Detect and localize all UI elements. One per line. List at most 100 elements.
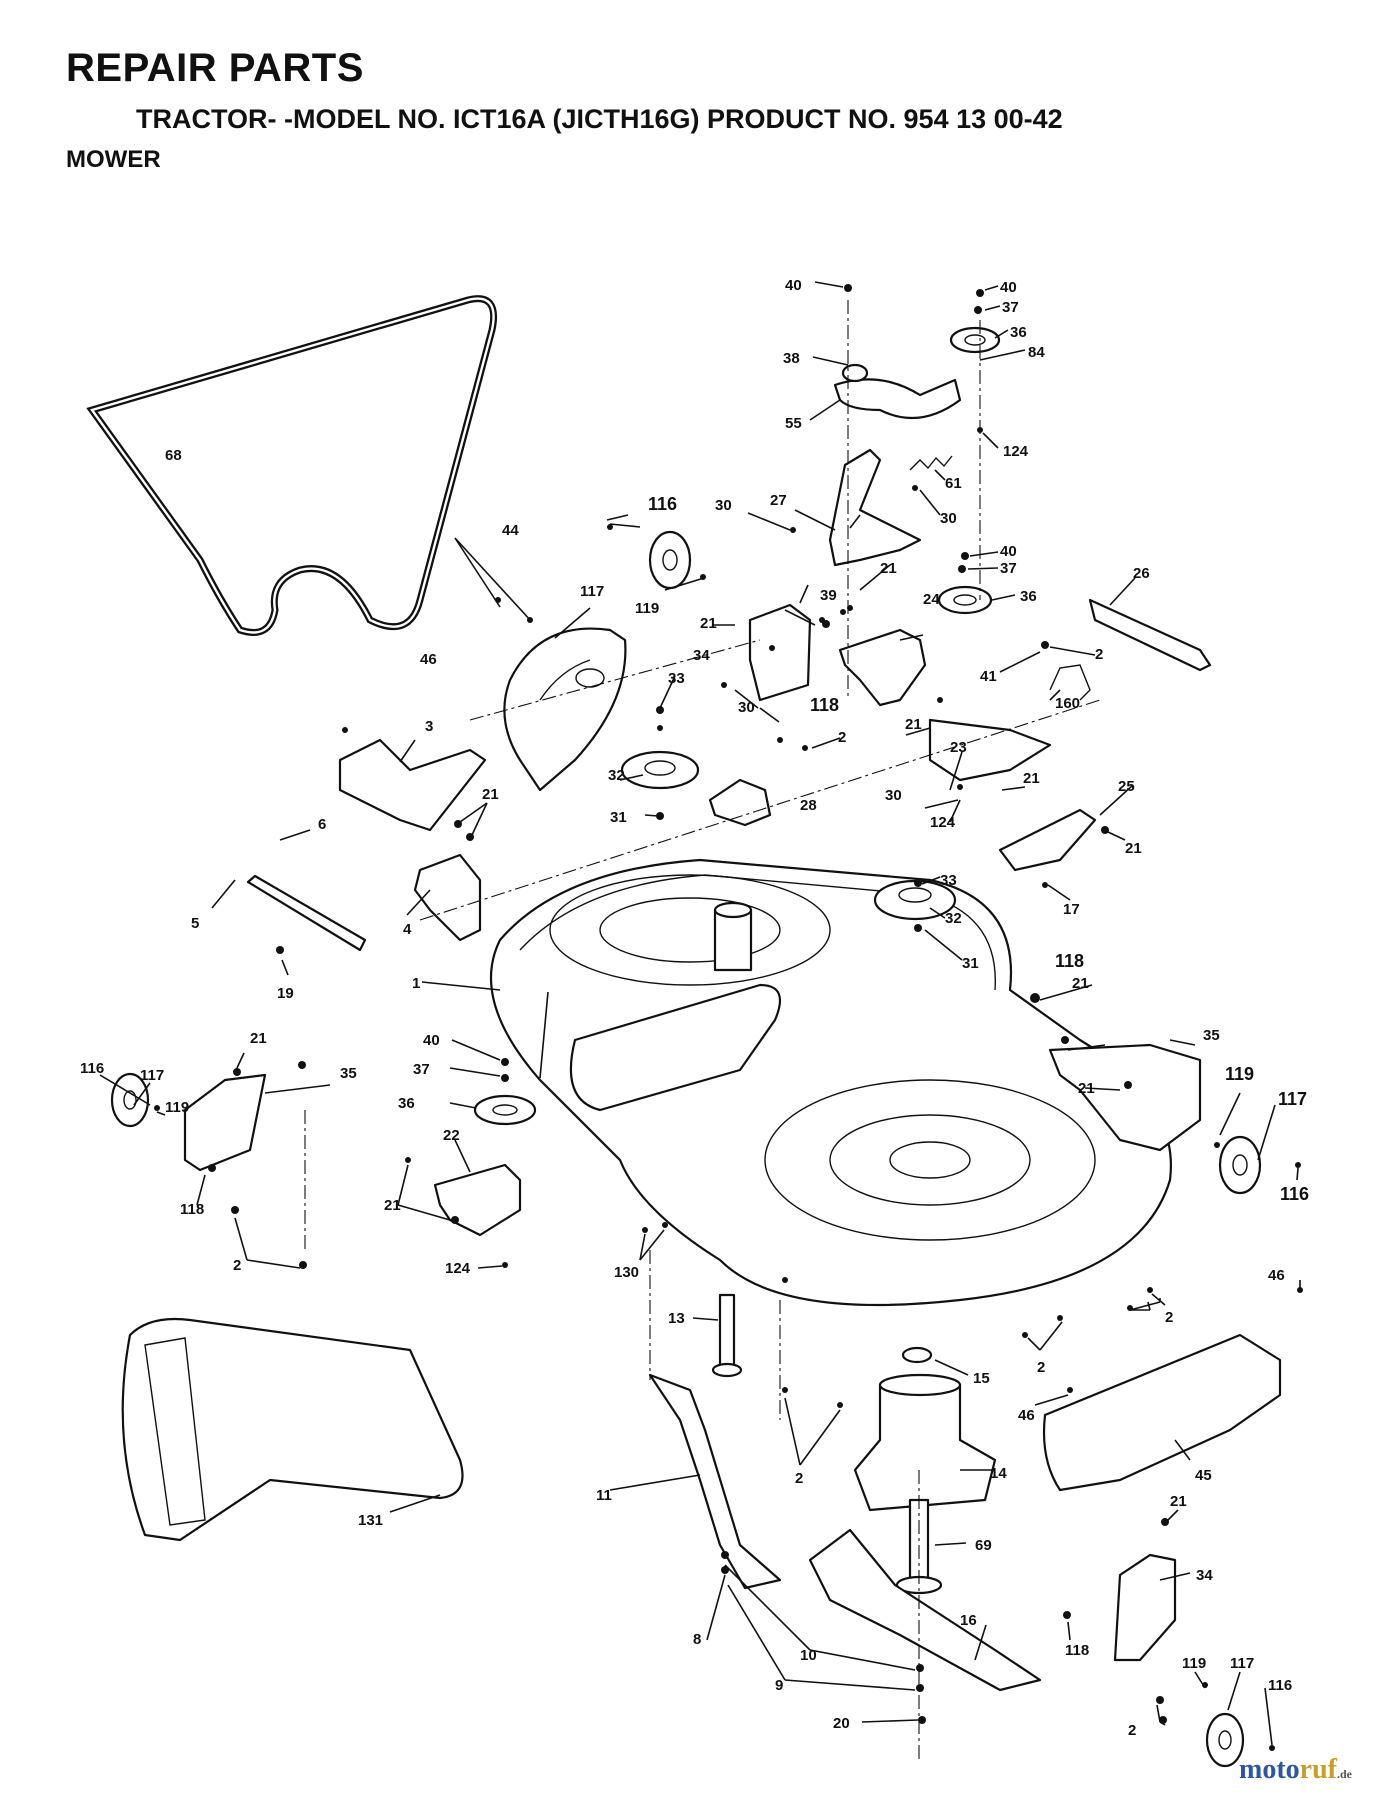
callout-116: 116: [1280, 1184, 1309, 1204]
callout-55: 55: [785, 415, 802, 432]
callout-116: 116: [80, 1060, 104, 1077]
callout-124: 124: [445, 1260, 471, 1277]
callout-2: 2: [1128, 1722, 1136, 1739]
callout-40: 40: [423, 1032, 440, 1049]
part-28-bracket: [708, 778, 772, 827]
part-26-bracket: [1088, 598, 1212, 672]
part-15-bearing: [901, 1346, 933, 1364]
part-32-pulley-left: [620, 750, 700, 790]
part-1-mower-deck: [489, 858, 1172, 1307]
callout-34: 34: [1196, 1567, 1213, 1584]
callout-21: 21: [482, 786, 499, 803]
callout-117: 117: [580, 583, 604, 600]
callout-160: 160: [1055, 695, 1080, 712]
part-117-gauge-wheel-bottom: [1205, 1712, 1245, 1768]
callout-21: 21: [384, 1197, 401, 1214]
callout-36: 36: [1010, 324, 1027, 341]
callout-68: 68: [165, 447, 182, 464]
callout-117: 117: [1278, 1089, 1307, 1109]
callout-35: 35: [1203, 1027, 1220, 1044]
callout-6: 6: [318, 816, 326, 833]
callout-41: 41: [980, 668, 997, 685]
callout-14: 14: [990, 1465, 1007, 1482]
callout-37: 37: [413, 1061, 430, 1078]
part-36-pulley-top: [949, 326, 1001, 354]
callout-13: 13: [668, 1310, 685, 1327]
callout-22: 22: [443, 1127, 460, 1144]
callout-24: 24: [923, 591, 940, 608]
part-55-idler-bracket: [833, 363, 962, 420]
callout-40: 40: [785, 277, 802, 294]
callout-119: 119: [635, 600, 659, 617]
callout-124: 124: [1003, 443, 1029, 460]
callout-2: 2: [838, 729, 846, 746]
callout-21: 21: [1125, 840, 1142, 857]
model-subtitle: TRACTOR- -MODEL NO. ICT16A (JICTH16G) PR…: [136, 104, 1063, 134]
part-68-drive-belt: [86, 295, 497, 636]
callout-44: 44: [502, 522, 519, 539]
callout-31: 31: [962, 955, 979, 972]
part-160-clip: [1049, 664, 1091, 701]
callout-2: 2: [1037, 1359, 1045, 1376]
callout-17: 17: [1063, 901, 1080, 918]
section-heading: MOWER: [66, 146, 161, 173]
callout-84: 84: [1028, 344, 1045, 361]
callout-21: 21: [1078, 1080, 1095, 1097]
part-14-spindle-housing: [853, 1373, 997, 1512]
callout-37: 37: [1002, 299, 1019, 316]
part-34-bracket-lower: [1113, 1553, 1177, 1662]
callout-2: 2: [1165, 1309, 1173, 1326]
part-3-bracket: [338, 738, 487, 832]
callout-10: 10: [800, 1647, 817, 1664]
callout-130: 130: [614, 1264, 639, 1281]
callout-36: 36: [1020, 588, 1037, 605]
part-25-bracket: [998, 808, 1097, 872]
callout-21: 21: [1170, 1493, 1187, 1510]
part-4-bracket: [413, 853, 482, 942]
callout-46: 46: [1018, 1407, 1035, 1424]
callout-9: 9: [775, 1677, 783, 1694]
callout-2: 2: [233, 1257, 241, 1274]
callout-119: 119: [1182, 1655, 1206, 1672]
callout-46: 46: [420, 651, 437, 668]
assembly-centerlines: [304, 300, 1101, 1760]
callout-30: 30: [885, 787, 902, 804]
callout-40: 40: [1000, 279, 1017, 296]
callout-36: 36: [398, 1095, 415, 1112]
leader-lines: [99, 281, 1301, 1746]
callout-25: 25: [1118, 778, 1135, 795]
part-6-link: [246, 874, 367, 952]
callout-35: 35: [340, 1065, 357, 1082]
callout-40: 40: [1000, 543, 1017, 560]
callout-118: 118: [1055, 951, 1084, 971]
callout-27: 27: [770, 492, 787, 509]
callout-38: 38: [783, 350, 800, 367]
part-16-blade-right: [808, 1528, 1042, 1692]
callout-37: 37: [1000, 560, 1017, 577]
callout-32: 32: [608, 767, 625, 784]
motoruf-watermark: motoruf.de: [1239, 1754, 1352, 1785]
callout-15: 15: [973, 1370, 990, 1387]
part-24-bracket: [838, 628, 927, 707]
callout-39: 39: [820, 587, 837, 604]
callout-69: 69: [975, 1537, 992, 1554]
callout-61: 61: [945, 475, 962, 492]
callout-118: 118: [1065, 1642, 1089, 1659]
callout-5: 5: [191, 915, 199, 932]
part-61-spring: [909, 455, 953, 471]
callout-2: 2: [1095, 646, 1103, 663]
callout-3: 3: [425, 718, 433, 735]
part-69-spindle-shaft: [895, 1498, 943, 1595]
callout-117: 117: [1230, 1655, 1254, 1672]
callout-118: 118: [810, 695, 839, 715]
callout-31: 31: [610, 809, 627, 826]
callout-21: 21: [1072, 975, 1089, 992]
part-23-plate: [928, 718, 1052, 782]
part-11-blade-left: [648, 1373, 782, 1590]
callout-26: 26: [1133, 565, 1150, 582]
callout-4: 4: [403, 921, 412, 938]
part-13-spindle-left: [711, 1293, 743, 1378]
part-44-belt-guard: [503, 627, 627, 792]
callout-33: 33: [668, 670, 685, 687]
